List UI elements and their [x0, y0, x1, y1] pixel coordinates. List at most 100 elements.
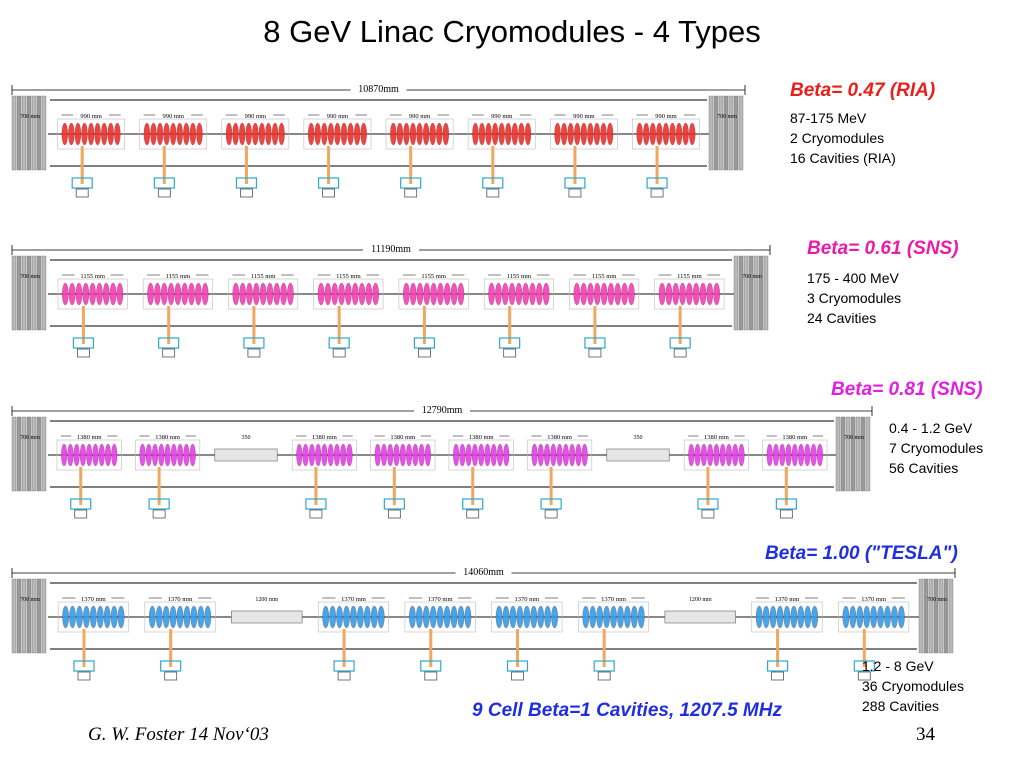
cavity-dimension-bg: [159, 270, 196, 279]
cavity-cell: [409, 282, 417, 306]
coupler-port: [73, 660, 95, 672]
coupler-port: [853, 660, 875, 672]
cavity-cell: [429, 122, 436, 146]
cavity-cell: [811, 605, 819, 629]
end-cap-fin: [738, 255, 744, 331]
cavity-dimension-bg: [647, 110, 684, 119]
end-length-label: 700 mm: [20, 435, 40, 441]
end-cap-fin: [728, 95, 734, 171]
cavity-dimension-bg: [384, 431, 421, 440]
coupler-box: [404, 188, 418, 198]
cavity-cell: [109, 282, 117, 306]
coupler-port: [153, 177, 175, 189]
cavity-cell: [554, 122, 561, 146]
cavity-cell: [327, 443, 334, 467]
coupler-box: [77, 348, 90, 358]
footer-author-date: G. W. Foster 14 Nov‘03: [88, 724, 269, 745]
coupler-box: [511, 671, 524, 681]
cavity-dimension-bg: [855, 593, 892, 602]
end-cap-fin: [733, 255, 739, 331]
cavity-cell: [516, 605, 524, 629]
info-cryomodules: 36 Cryomodules: [862, 678, 964, 694]
helium-vessel: [317, 601, 389, 633]
cavity-cell: [167, 282, 175, 306]
beta-label-sns-061: Beta= 0.61 (SNS): [807, 238, 959, 259]
cavity-cell: [164, 443, 171, 467]
cavity-cell: [89, 282, 96, 306]
cavity-cell: [82, 282, 90, 306]
end-cap-fin: [31, 95, 37, 171]
cavity-length-label: 1155 mm: [251, 273, 276, 280]
end-cap-fin: [840, 416, 846, 492]
cavity-cell: [188, 282, 195, 306]
cavity-cell: [170, 122, 177, 146]
cavity-dimension-bg: [335, 593, 372, 602]
cavity-cell: [437, 282, 444, 306]
helium-vessel: [762, 439, 828, 471]
info-sns-081: 0.4 - 1.2 GeV 7 Cryomodules 56 Cavities: [889, 418, 983, 478]
coupler-port: [72, 337, 95, 349]
cavity-length-label: 990 mm: [80, 113, 102, 120]
cavity-length-label: 1380 mm: [704, 434, 729, 441]
end-cap-fin: [36, 578, 42, 654]
end-cap-fin: [758, 255, 764, 331]
cavity-cell: [347, 122, 354, 146]
coupler-port: [584, 337, 606, 349]
end-length-label: 700 mm: [844, 435, 864, 441]
coupler-box: [152, 509, 166, 519]
cavity-cell: [416, 122, 423, 146]
cavity-cell: [177, 443, 184, 467]
cavity-cell: [453, 443, 460, 467]
helium-vessel: [491, 601, 563, 633]
cavity-cell: [607, 282, 615, 306]
cavity-cell: [587, 282, 594, 306]
cavity-cell: [67, 443, 74, 467]
cavity-cell: [61, 443, 68, 467]
cavity-cell: [189, 122, 197, 146]
end-cap-fin: [21, 255, 27, 331]
cavity-cell: [163, 122, 170, 146]
info-cryomodules: 3 Cryomodules: [807, 290, 902, 306]
cavity-cell: [551, 605, 558, 629]
end-cap-fin: [16, 255, 22, 331]
cavity-cell: [333, 443, 340, 467]
coupler-box: [503, 348, 517, 358]
cavity-cell: [103, 605, 111, 629]
cavity-cell: [804, 443, 811, 467]
cavity-cell: [390, 122, 397, 146]
info-cryomodules: 2 Cryomodules: [790, 130, 885, 146]
spacer-length-label: 1200 mm: [255, 597, 278, 603]
cavity-cell: [783, 605, 791, 629]
cavity-dimension-bg: [237, 110, 274, 119]
coupler-box: [332, 348, 346, 358]
cavity-cell: [450, 282, 458, 306]
cavity-cell: [204, 605, 212, 629]
cavity-cell: [314, 122, 321, 146]
total-length-label: 11190mm: [371, 244, 411, 255]
cavity-cell: [387, 443, 394, 467]
cavity-cell: [110, 605, 118, 629]
coupler-port: [646, 177, 668, 189]
cavity-cell: [810, 443, 817, 467]
cavity-cell: [692, 282, 700, 306]
cavity-cell: [409, 122, 417, 146]
coupler-port: [383, 498, 405, 510]
cavity-cell: [62, 605, 69, 629]
helium-vessel: [291, 439, 357, 471]
cavity-cell: [225, 122, 233, 146]
coupler-box: [701, 509, 715, 519]
cavity-cell: [797, 605, 805, 629]
info-cavities: 288 Cavities: [862, 698, 940, 714]
helium-vessel: [549, 118, 618, 150]
coupler-port: [506, 660, 529, 672]
cavity-cell: [354, 122, 361, 146]
cavity-length-label: 1370 mm: [168, 596, 193, 603]
cavity-length-label: 990 mm: [573, 113, 595, 120]
cavity-cell: [174, 282, 182, 306]
cavity-length-label: 990 mm: [162, 113, 184, 120]
cavity-cell: [79, 443, 86, 467]
cavity-cell: [491, 122, 499, 146]
helium-vessel: [838, 601, 910, 633]
coupler-port: [462, 498, 484, 510]
